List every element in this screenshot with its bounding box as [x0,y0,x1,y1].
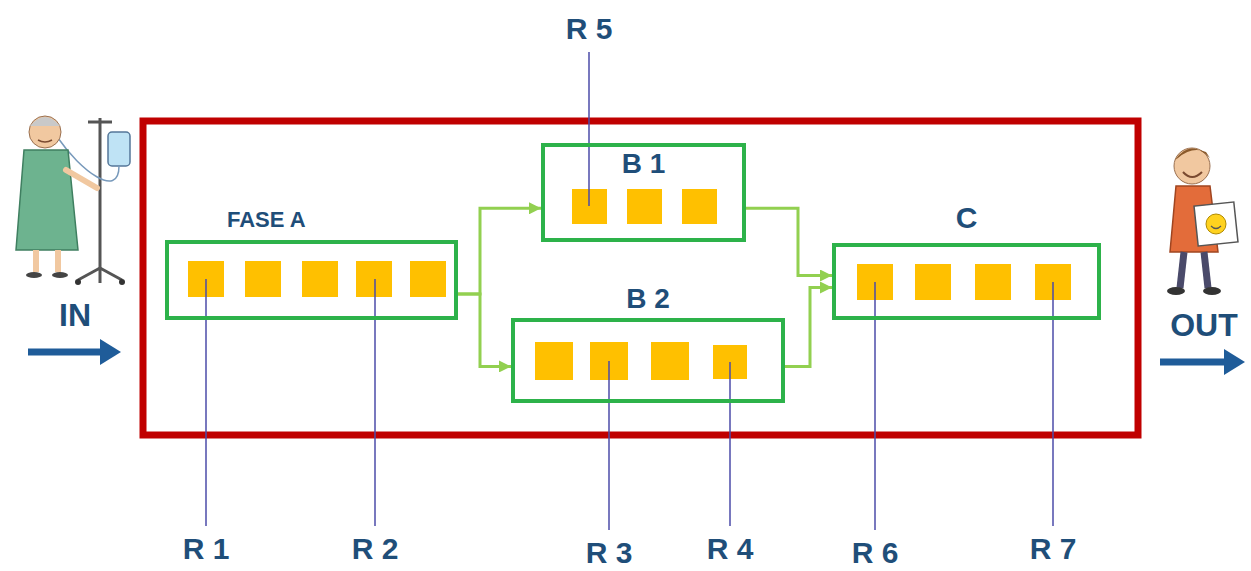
out-arrow [1160,349,1245,375]
resource-square [410,261,446,297]
resource-squares [188,189,1071,380]
phase-label: B 2 [515,284,781,315]
leader-line [729,362,731,526]
iv-bag [108,132,130,166]
resource-square [302,261,338,297]
callout-label: R 2 [352,532,399,565]
flow-label: IN [59,298,91,333]
smiley-face [1206,214,1226,234]
happy-man-figure [1167,148,1238,295]
resource-square [975,264,1011,300]
resource-square [651,342,689,380]
iv-pole [99,118,102,268]
man-sign [1194,202,1238,246]
phase-label: FASE A [227,208,306,232]
iv-wheel [75,279,81,285]
flow-arrow-shaft [28,349,102,356]
patient-mouth [38,140,52,142]
flow-arrow-head [1224,349,1245,375]
callout-label: R 1 [183,532,230,565]
phase-box: C [832,243,1101,320]
leader-line [588,52,590,206]
patient-leg [33,250,39,272]
patient-foot [52,272,68,278]
callout-label: R 6 [852,536,899,569]
system-boundary [143,121,1138,435]
flow-connector [458,208,541,294]
man-shoe [1167,287,1185,295]
flow-connector [746,208,832,275]
callout-label: R 3 [586,536,633,569]
man-hair [1175,148,1210,160]
flow-connector [458,294,511,366]
phase-box: B 2 [511,318,785,403]
iv-wheel [119,279,125,285]
resource-square [535,342,573,380]
flow-arrow-shaft [1160,359,1226,366]
phase-label: C [836,201,1097,234]
resource-square [682,189,717,224]
resource-square [627,189,662,224]
man-head [1174,148,1210,184]
patient-leg [55,250,61,272]
leader-lines [206,52,1053,530]
callout-label: R 4 [707,532,754,565]
man-leg [1180,252,1184,288]
in-arrow [28,339,121,365]
patient-foot [26,272,42,278]
man-smile [1183,172,1202,177]
patient-gown [16,150,78,250]
callout-label: R 7 [1030,532,1077,565]
flow-label: OUT [1170,308,1238,343]
patient-head [29,116,61,148]
resource-square [915,264,951,300]
resource-square [356,261,392,297]
resource-square [245,261,281,297]
phase-box: B 1 [541,143,746,242]
phase-box: FASE A [165,240,458,320]
man-leg [1204,252,1208,288]
leader-line [608,361,610,530]
smiley-mouth [1211,226,1221,229]
iv-hook [88,121,112,124]
patient-arm [66,170,97,188]
iv-base [78,268,122,283]
callout-label: R 5 [566,12,613,45]
man-shoe [1203,287,1221,295]
patient-hair [30,117,60,126]
phase-label: B 1 [545,149,742,180]
flow-arrow-head [100,339,121,365]
patient-figure [16,116,130,285]
flow-connector [785,288,832,367]
